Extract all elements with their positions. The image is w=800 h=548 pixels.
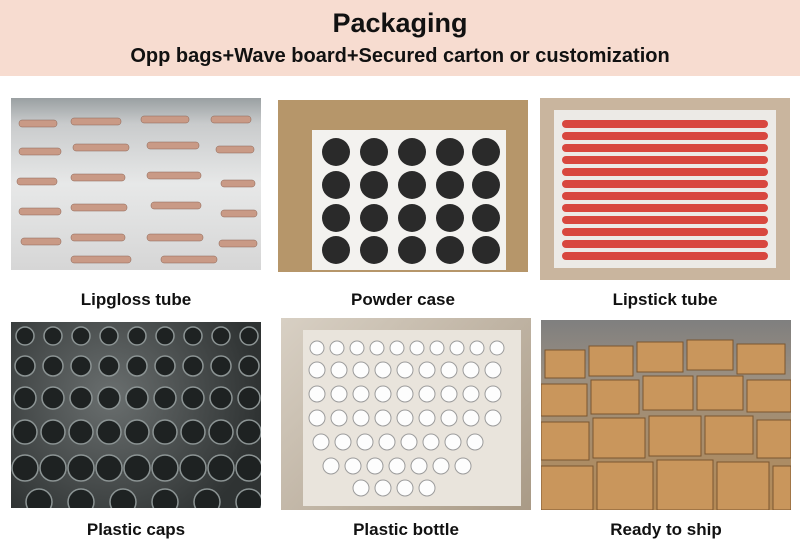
caption-powder-case: Powder case	[351, 290, 455, 309]
photo-plastic-bottle	[281, 318, 531, 510]
ready-to-ship-image	[541, 339, 791, 510]
photo-plastic-caps	[11, 322, 261, 508]
page-subtitle: Opp bags+Wave board+Secured carton or cu…	[130, 45, 670, 67]
photo-lipstick-tube	[540, 98, 790, 280]
photo-ready-to-ship	[541, 320, 791, 510]
caption-lipstick-tube: Lipstick tube	[612, 290, 718, 309]
lipgloss-tubes-image	[16, 115, 258, 264]
caption-plastic-bottle: Plastic bottle	[353, 520, 459, 539]
plastic-bottle-image	[303, 330, 521, 506]
caption-lipgloss-tube: Lipgloss tube	[80, 290, 192, 309]
caption-plastic-caps: Plastic caps	[86, 520, 186, 539]
powder-case-image	[312, 130, 506, 270]
lipstick-tube-image	[554, 110, 776, 268]
photo-lipgloss-tube	[11, 98, 261, 270]
page-title: Packaging	[332, 8, 468, 38]
photo-powder-case	[278, 100, 528, 272]
plastic-caps-image	[11, 326, 261, 508]
caption-ready-to-ship: Ready to ship	[610, 520, 722, 539]
header-banner: Packaging Opp bags+Wave board+Secured ca…	[0, 0, 800, 76]
